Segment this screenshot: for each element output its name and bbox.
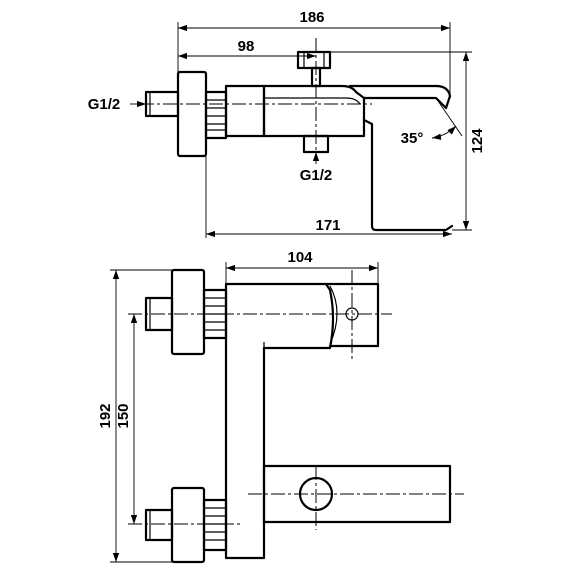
side-lever [348, 84, 452, 110]
dim-overall-length: 186 [299, 9, 324, 26]
front-lower-flange [170, 486, 206, 564]
side-main-body [224, 84, 266, 138]
side-spout [262, 84, 366, 138]
side-wall-flange [176, 70, 208, 158]
dim-thread-outlet: G1/2 [300, 167, 333, 184]
front-view [110, 262, 464, 564]
dim-inlet-span-centers: 150 [115, 403, 132, 428]
dim-lever-angle: 35° [401, 130, 424, 147]
side-view [130, 22, 472, 238]
side-hex-nut [204, 90, 228, 140]
dim-spout-length: 171 [315, 217, 340, 234]
dim-inlet-span-outer: 192 [97, 403, 114, 428]
dim-thread-inlet: G1/2 [88, 96, 121, 113]
front-body [224, 282, 335, 560]
dim-body-depth: 104 [287, 249, 313, 266]
front-lower-connector [144, 508, 174, 542]
side-lever-blade [362, 118, 454, 232]
dim-outlet-to-wall: 98 [238, 38, 255, 55]
side-diverter-knob [296, 50, 332, 70]
front-upper-flange [170, 268, 206, 356]
dim-overall-height: 124 [469, 128, 486, 154]
